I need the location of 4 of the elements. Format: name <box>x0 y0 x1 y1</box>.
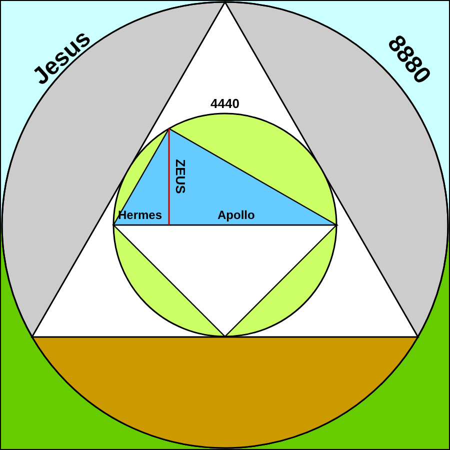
segment-label: Apollo <box>218 209 255 221</box>
circle-label: 4440 <box>210 96 240 110</box>
segment-label: Hermes <box>118 209 162 221</box>
height-label: ZEUS <box>173 158 186 194</box>
